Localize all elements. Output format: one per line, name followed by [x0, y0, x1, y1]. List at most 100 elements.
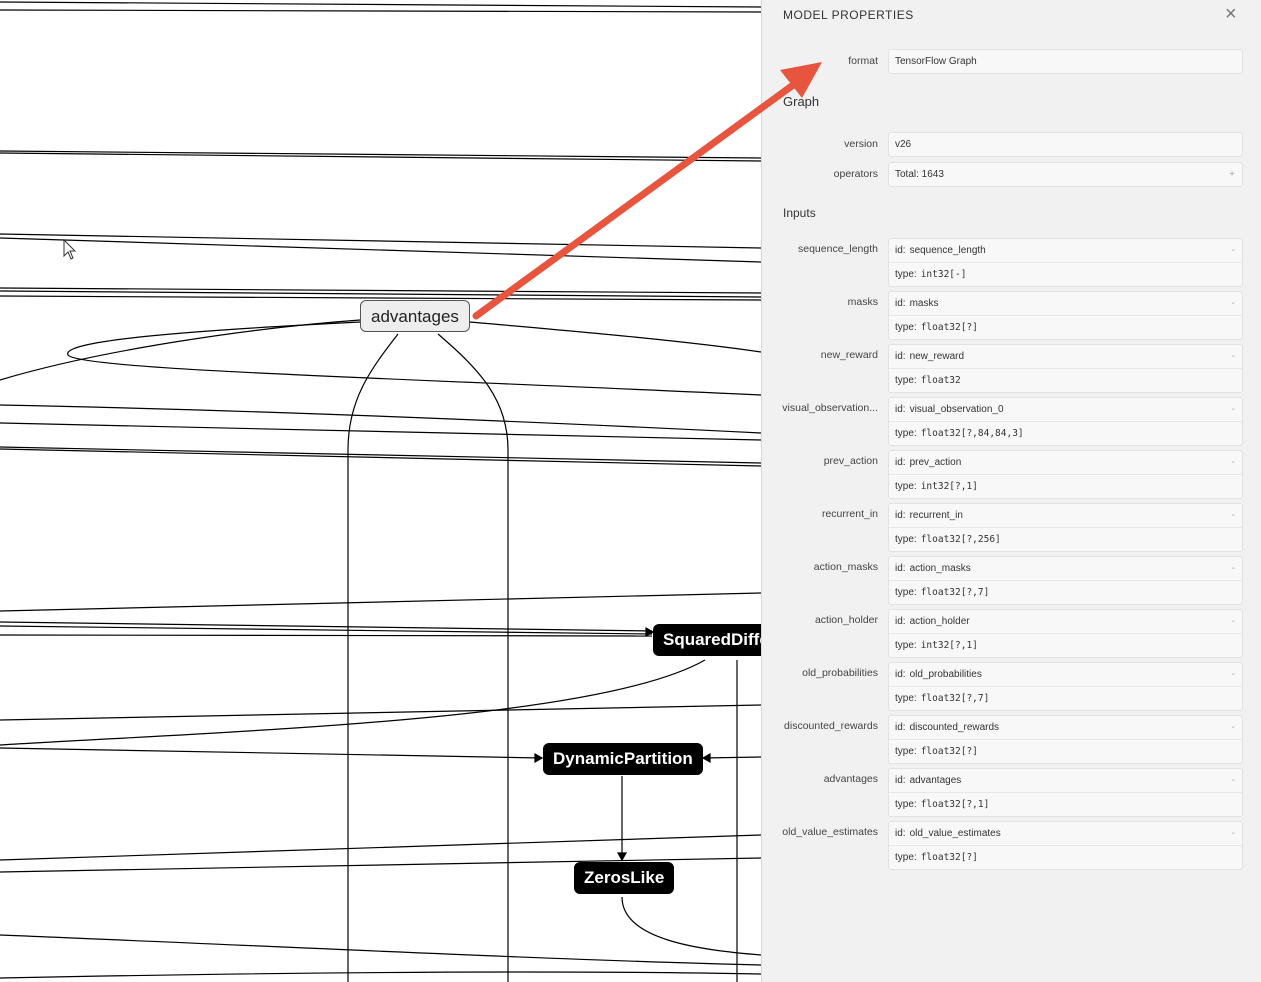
id-prefix: id:: [895, 510, 906, 521]
input-id-row: id:advantages-: [889, 769, 1242, 792]
type-prefix: type:: [895, 799, 917, 810]
version-value: v26: [895, 139, 912, 150]
graph-node-squared-difference[interactable]: SquaredDiffe: [653, 624, 761, 656]
input-field[interactable]: id:visual_observation_0-type:float32[?,8…: [888, 397, 1243, 446]
input-id-row: id:sequence_length-: [889, 239, 1242, 262]
graph-edges: [0, 1, 761, 982]
type-prefix: type:: [895, 428, 917, 439]
input-id-value: visual_observation_0: [909, 404, 1004, 415]
graph-edge: [347, 333, 399, 982]
arrowhead: [701, 752, 711, 764]
collapse-icon[interactable]: -: [1231, 722, 1235, 733]
input-id-value: recurrent_in: [909, 510, 963, 521]
input-type-value: float32[?]: [920, 746, 978, 757]
graph-edge: [0, 1, 761, 8]
input-field[interactable]: id:masks-type:float32[?]: [888, 291, 1243, 340]
input-field[interactable]: id:prev_action-type:int32[?,1]: [888, 450, 1243, 499]
input-type-value: float32[?,256]: [920, 534, 1001, 545]
id-prefix: id:: [895, 404, 906, 415]
input-type-row: type:float32[?,256]: [889, 527, 1242, 551]
input-type-value: float32: [920, 375, 961, 386]
arrowhead: [645, 626, 655, 638]
graph-edge: [0, 319, 361, 381]
collapse-icon[interactable]: -: [1231, 404, 1235, 415]
collapse-icon[interactable]: -: [1231, 298, 1235, 309]
input-id-row: id:new_reward-: [889, 345, 1242, 368]
input-type-row: type:float32[?]: [889, 845, 1242, 869]
input-field[interactable]: id:action_holder-type:int32[?,1]: [888, 609, 1243, 658]
graph-node-zeros-like[interactable]: ZerosLike: [574, 862, 675, 894]
graph-edge: [0, 446, 761, 464]
collapse-icon[interactable]: -: [1231, 510, 1235, 521]
type-prefix: type:: [895, 587, 917, 598]
input-field[interactable]: id:action_masks - type:float32[?,7]: [888, 556, 1243, 605]
input-label: recurrent_in: [821, 508, 878, 520]
input-field[interactable]: id:old_probabilities-type:float32[?,7]: [888, 662, 1243, 711]
input-type-value: float32[?,7]: [920, 587, 990, 598]
input-id-value: discounted_rewards: [909, 722, 1000, 733]
graph-node-advantages[interactable]: advantages: [360, 300, 470, 332]
type-prefix: type:: [895, 534, 917, 545]
input-id-row: id:visual_observation_0 -: [889, 398, 1242, 421]
input-field[interactable]: id:recurrent_in - type:float32[?,256]: [888, 503, 1243, 552]
collapse-icon[interactable]: -: [1231, 775, 1235, 786]
graph-edge: [0, 834, 761, 861]
input-type-value: int32[-]: [920, 269, 967, 280]
input-field[interactable]: id:old_value_estimates-type:float32[?]: [888, 821, 1243, 870]
arrowhead: [616, 852, 628, 862]
graph-edge: [0, 747, 543, 759]
input-label: sequence_length: [798, 243, 878, 255]
input-label: masks: [847, 296, 878, 308]
operators-field[interactable]: Total: 1643 +: [888, 162, 1243, 187]
type-prefix: type:: [895, 693, 917, 704]
input-label: advantages: [823, 773, 878, 785]
input-type-value: float32[?,1]: [920, 799, 990, 810]
collapse-icon[interactable]: -: [1231, 245, 1235, 256]
input-field[interactable]: id:new_reward-type:float32: [888, 344, 1243, 393]
input-field[interactable]: id:advantages-type:float32[?,1]: [888, 768, 1243, 817]
close-icon[interactable]: ×: [1225, 3, 1237, 25]
graph-edge: [0, 971, 761, 979]
input-id-value: action_masks: [909, 563, 971, 574]
type-prefix: type:: [895, 375, 917, 386]
collapse-icon[interactable]: -: [1231, 616, 1235, 627]
input-id-row: id:old_value_estimates-: [889, 822, 1242, 845]
graph-edge: [0, 9, 761, 13]
input-id-value: old_probabilities: [909, 669, 982, 680]
input-id-row: id:action_holder-: [889, 610, 1242, 633]
input-id-row: id:discounted_rewards-: [889, 716, 1242, 739]
graph-edge: [0, 634, 653, 637]
input-type-row: type:int32[?,1]: [889, 633, 1242, 657]
input-label: visual_observation...: [782, 402, 878, 414]
collapse-icon[interactable]: -: [1231, 828, 1235, 839]
input-label: old_probabilities: [802, 667, 878, 679]
graph-canvas[interactable]: advantages SquaredDiffe DynamicPartition…: [0, 0, 761, 982]
id-prefix: id:: [895, 563, 906, 574]
input-id-row: id:prev_action-: [889, 451, 1242, 474]
collapse-icon[interactable]: -: [1231, 669, 1235, 680]
input-field[interactable]: id:sequence_length-type:int32[-]: [888, 238, 1243, 287]
mouse-cursor-icon: [63, 238, 77, 260]
collapse-icon[interactable]: -: [1231, 457, 1235, 468]
collapse-icon[interactable]: -: [1231, 351, 1235, 362]
type-prefix: type:: [895, 640, 917, 651]
graph-node-dynamic-partition[interactable]: DynamicPartition: [543, 743, 703, 775]
input-type-row: type:float32: [889, 368, 1242, 392]
graph-edge: [702, 756, 761, 759]
arrowhead: [534, 752, 544, 764]
input-type-value: float32[?]: [920, 322, 978, 333]
id-prefix: id:: [895, 457, 906, 468]
expand-icon[interactable]: +: [1229, 169, 1235, 180]
graph-edge: [67, 321, 761, 396]
graph-edge: [621, 896, 761, 956]
id-prefix: id:: [895, 775, 906, 786]
input-label: discounted_rewards: [784, 720, 878, 732]
collapse-icon[interactable]: -: [1231, 563, 1235, 574]
input-type-value: int32[?,1]: [920, 481, 978, 492]
input-field[interactable]: id:discounted_rewards-type:float32[?]: [888, 715, 1243, 764]
input-label: prev_action: [823, 455, 878, 467]
graph-edge: [0, 621, 653, 632]
version-field: v26: [888, 132, 1243, 157]
graph-heading: Graph: [783, 94, 820, 109]
input-label: action_masks: [813, 561, 878, 573]
